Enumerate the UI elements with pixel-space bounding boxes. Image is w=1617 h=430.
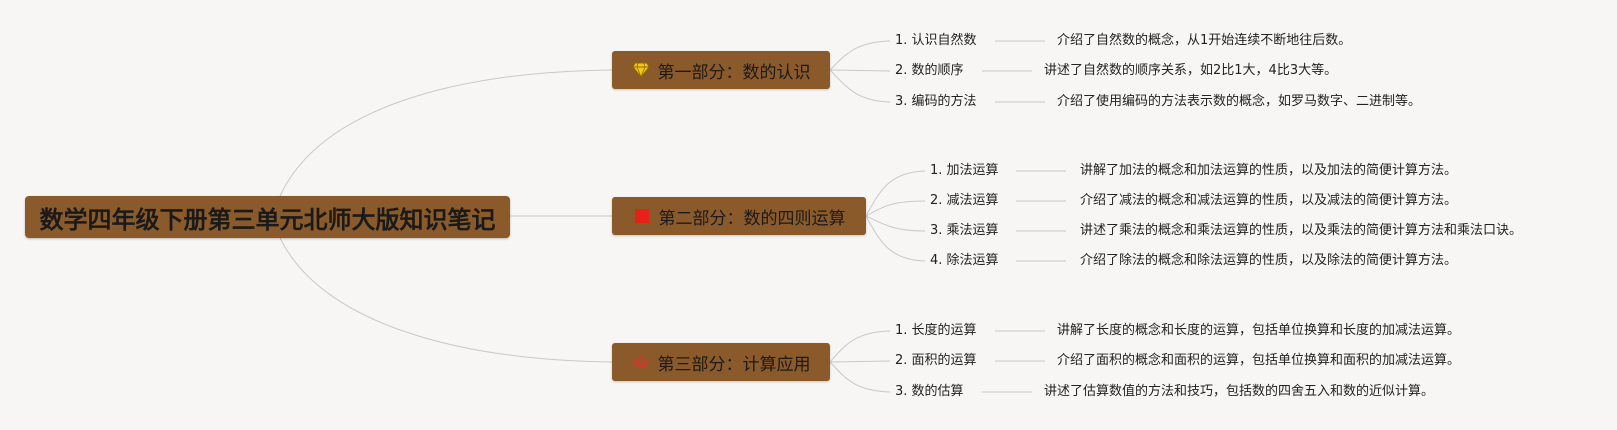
leaf-description: 介绍了除法的概念和除法运算的性质，以及除法的简便计算方法。 <box>1080 253 1458 268</box>
branch-3-leaf-2-line <box>829 360 891 363</box>
leaf-title[interactable]: 4. 除法运算 <box>930 253 999 268</box>
leaf-title[interactable]: 1. 加法运算 <box>930 163 999 178</box>
branch-node-2[interactable]: 第二部分：数的四则运算 <box>612 197 866 235</box>
leaf-description: 讲述了自然数的顺序关系，如2比1大，4比3大等。 <box>1044 63 1338 78</box>
leaf-title[interactable]: 3. 数的估算 <box>895 384 964 399</box>
branch-title-3: 第三部分：计算应用 <box>657 354 811 375</box>
branch-1-leaf-2-line <box>829 69 891 72</box>
leaf-title[interactable]: 3. 编码的方法 <box>895 94 977 109</box>
branch-2-leaf-3-line <box>865 215 926 232</box>
branch-title-2: 第二部分：数的四则运算 <box>658 208 846 229</box>
root-branch-3-line <box>279 237 613 363</box>
leaf-description: 介绍了面积的概念和面积的运算，包括单位换算和面积的加减法运算。 <box>1057 353 1461 368</box>
leaf-description: 讲述了乘法的概念和乘法运算的性质，以及乘法的简便计算方法和乘法口诀。 <box>1080 223 1523 238</box>
leaf-description: 讲述了估算数值的方法和技巧，包括数的四舍五入和数的近似计算。 <box>1044 384 1435 399</box>
leaf-description: 介绍了自然数的概念，从1开始连续不断地往后数。 <box>1057 33 1352 48</box>
leaf-description: 介绍了减法的概念和减法运算的性质，以及减法的简便计算方法。 <box>1080 193 1458 208</box>
red-square-icon <box>633 207 651 225</box>
leaf-description: 讲解了长度的概念和长度的运算，包括单位换算和长度的加减法运算。 <box>1057 323 1461 338</box>
lotus-icon <box>632 353 650 371</box>
leaf-title[interactable]: 1. 长度的运算 <box>895 323 977 338</box>
leaf-title[interactable]: 2. 数的顺序 <box>895 63 964 78</box>
root-node[interactable]: 数学四年级下册第三单元北师大版知识笔记 <box>25 196 510 238</box>
branch-3-leaf-1-line <box>829 330 891 363</box>
branch-2-leaf-1-line <box>865 170 926 217</box>
root-title: 数学四年级下册第三单元北师大版知识笔记 <box>39 205 496 234</box>
branch-3-leaf-3-line <box>829 361 891 393</box>
leaf-title[interactable]: 3. 乘法运算 <box>930 223 999 238</box>
branch-2-leaf-2-line <box>865 200 926 217</box>
root-branch-1-line <box>279 69 613 197</box>
diamond-icon <box>631 61 650 79</box>
leaf-description: 介绍了使用编码的方法表示数的概念，如罗马数字、二进制等。 <box>1057 94 1422 109</box>
leaf-title[interactable]: 2. 减法运算 <box>930 193 999 208</box>
branch-1-leaf-3-line <box>829 69 891 103</box>
branch-1-leaf-1-line <box>829 40 891 71</box>
branch-2-leaf-4-line <box>865 215 926 262</box>
leaf-description: 讲解了加法的概念和加法运算的性质，以及加法的简便计算方法。 <box>1080 163 1458 178</box>
branch-node-3[interactable]: 第三部分：计算应用 <box>612 343 830 381</box>
leaf-title[interactable]: 2. 面积的运算 <box>895 353 977 368</box>
branch-title-1: 第一部分：数的认识 <box>657 62 811 83</box>
leaf-title[interactable]: 1. 认识自然数 <box>895 33 977 48</box>
branch-node-1[interactable]: 第一部分：数的认识 <box>612 51 830 89</box>
